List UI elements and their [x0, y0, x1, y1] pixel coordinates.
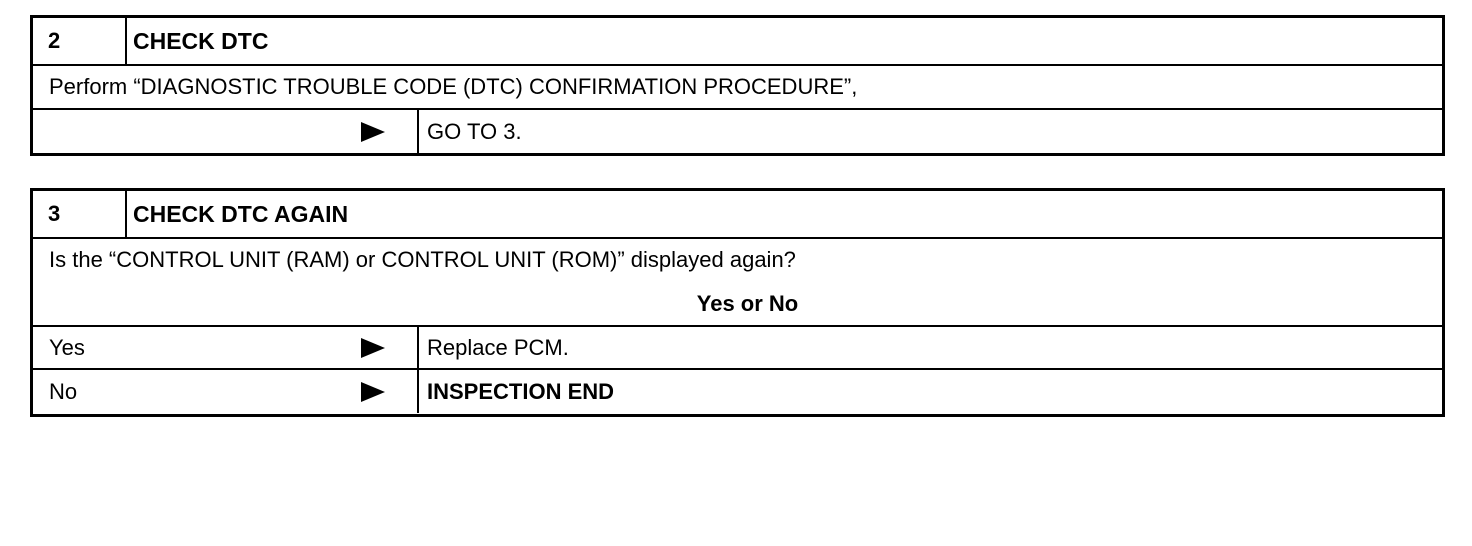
- arrow-right-icon: [361, 337, 385, 358]
- step-3-header-row: 3 CHECK DTC AGAIN: [33, 191, 1442, 239]
- step-2-header-row: 2 CHECK DTC: [33, 18, 1442, 66]
- outcome-result: INSPECTION END: [427, 378, 615, 404]
- outcome-label: No: [49, 378, 78, 404]
- answer-prompt: Yes or No: [696, 291, 799, 316]
- step-3-box: 3 CHECK DTC AGAIN Is the “CONTROL UNIT (…: [30, 188, 1445, 417]
- outcome-label-cell: Yes: [33, 327, 419, 368]
- step-title: CHECK DTC: [133, 27, 269, 54]
- step-2-box: 2 CHECK DTC Perform “DIAGNOSTIC TROUBLE …: [30, 15, 1445, 156]
- outcome-result: GO TO 3.: [427, 118, 522, 144]
- outcome-label-cell: No: [33, 370, 419, 413]
- arrow-right-icon: [361, 381, 385, 402]
- step-3-outcome-no-row: No INSPECTION END: [33, 370, 1442, 413]
- outcome-label-cell: [33, 110, 419, 153]
- step-3-question-block: Is the “CONTROL UNIT (RAM) or CONTROL UN…: [33, 239, 1442, 327]
- step-2-outcome-row: GO TO 3.: [33, 110, 1442, 153]
- step-3-outcome-yes-row: Yes Replace PCM.: [33, 327, 1442, 370]
- outcome-result: Replace PCM.: [427, 334, 569, 360]
- arrow-right-icon: [361, 121, 385, 142]
- step-number: 2: [33, 18, 127, 64]
- step-question: Is the “CONTROL UNIT (RAM) or CONTROL UN…: [49, 247, 796, 272]
- outcome-label: Yes: [49, 334, 85, 360]
- step-title: CHECK DTC AGAIN: [133, 200, 349, 227]
- step-instruction: Perform “DIAGNOSTIC TROUBLE CODE (DTC) C…: [49, 74, 858, 99]
- step-2-instruction-row: Perform “DIAGNOSTIC TROUBLE CODE (DTC) C…: [33, 66, 1442, 110]
- step-number: 3: [33, 191, 127, 237]
